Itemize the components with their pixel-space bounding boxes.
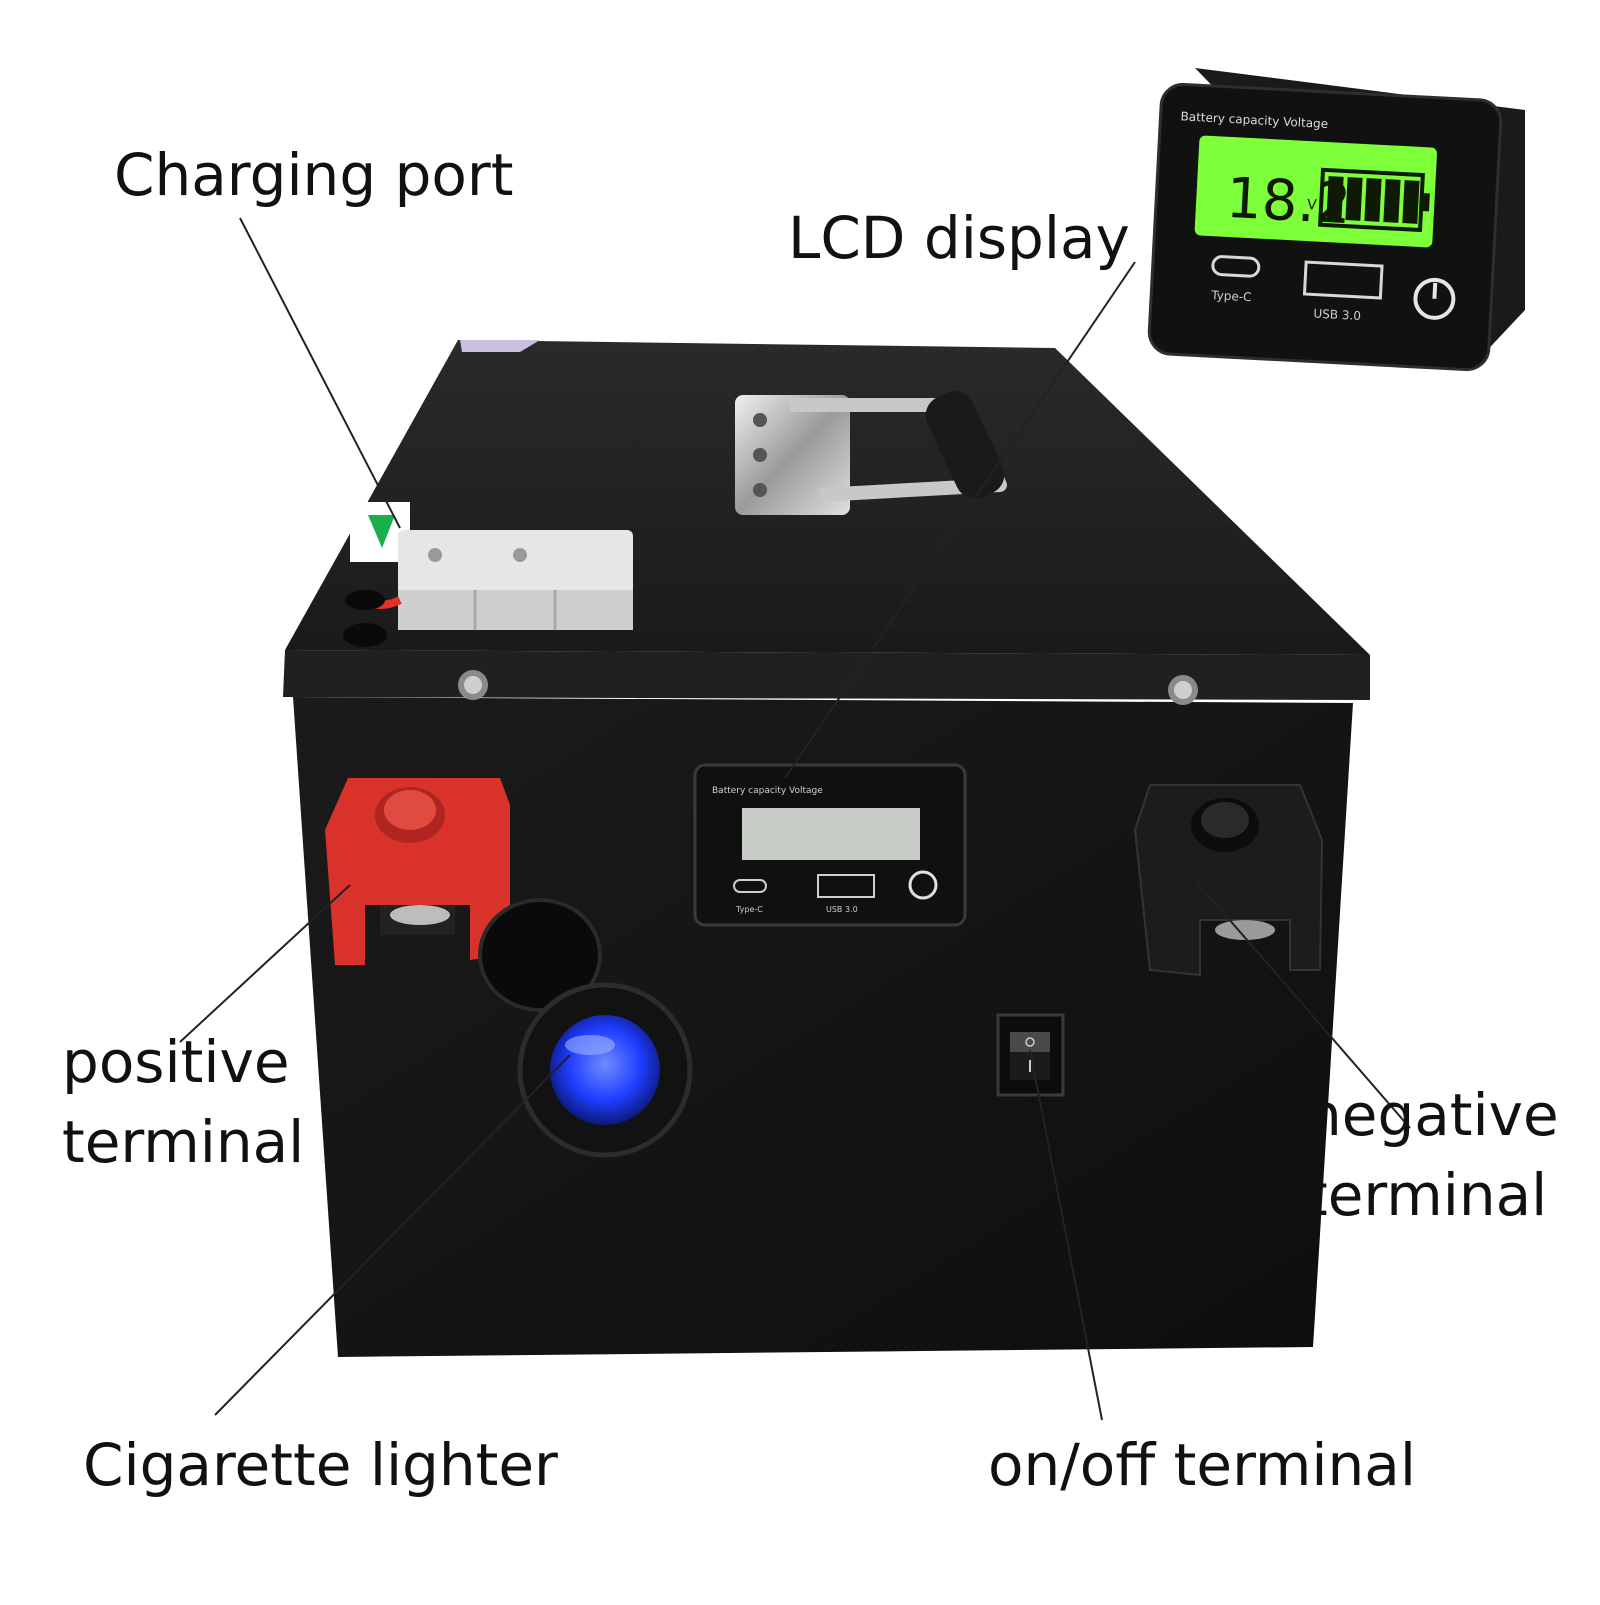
callout-positive-terminal: positive terminal (62, 1022, 304, 1182)
battery-lcd-panel: Battery capacity Voltage Type-C USB 3.0 (693, 763, 967, 927)
callout-lcd-display: LCD display (788, 198, 1130, 278)
inset-lcd-typec-label: Type-C (1210, 288, 1252, 304)
battery-lid-edge (283, 650, 1370, 700)
inset-lcd-unit: V (1307, 197, 1318, 214)
callout-on-off-terminal: on/off terminal (988, 1425, 1416, 1505)
lcd-module-inset: Battery capacity Voltage 18.2 V Type-C U… (1147, 68, 1525, 372)
callout-on-off-terminal-text: on/off terminal (988, 1431, 1416, 1499)
battery-lcd-title: Battery capacity Voltage (712, 786, 823, 796)
positive-terminal-cap (325, 778, 510, 965)
callout-positive-terminal-line2: terminal (62, 1108, 305, 1177)
battery-gauge-bar (1383, 179, 1401, 223)
carry-handle (735, 391, 1007, 515)
battery-front (293, 697, 1353, 1357)
lid-sticker (460, 340, 540, 352)
battery-gauge-bar (1364, 178, 1382, 222)
power-icon (1413, 277, 1456, 320)
callout-negative-terminal: negative terminal (1305, 1075, 1559, 1235)
battery-gauge-bar (1326, 176, 1344, 220)
callout-charging-port-text: Charging port (114, 141, 514, 209)
negative-terminal-cap (1133, 784, 1324, 977)
type-c-port-icon (1211, 255, 1261, 278)
leader-line-charging-port (239, 217, 401, 529)
leader-lines (179, 217, 1411, 1421)
callout-negative-terminal-line1: negative (1305, 1081, 1559, 1149)
battery-lcd-usb-label: USB 3.0 (826, 905, 858, 914)
callout-charging-port: Charging port (114, 135, 513, 215)
leader-line-on-off-terminal (1029, 1049, 1103, 1421)
battery-lcd-typec-label: Type-C (735, 905, 763, 914)
callout-negative-terminal-line2: terminal (1305, 1161, 1548, 1230)
leader-line-cigarette-lighter (214, 1054, 571, 1416)
battery-gauge-bar (1402, 180, 1420, 224)
battery-gauge-bar (1345, 177, 1363, 221)
leader-line-lcd-display (784, 261, 1136, 779)
battery-gauge-bars (1326, 176, 1420, 224)
leader-line-positive-terminal (179, 884, 351, 1043)
inset-lcd-usb-label: USB 3.0 (1313, 307, 1361, 323)
lid-screw-left (458, 670, 488, 700)
lid-screw-right (1168, 675, 1198, 705)
callout-positive-terminal-line1: positive (62, 1028, 290, 1096)
charging-port-connector (343, 502, 633, 647)
callout-lcd-display-text: LCD display (788, 204, 1130, 272)
callout-cigarette-lighter: Cigarette lighter (83, 1425, 558, 1505)
cigarette-lighter-socket (478, 898, 693, 1158)
usb-port-icon (1302, 260, 1384, 300)
callout-cigarette-lighter-text: Cigarette lighter (83, 1431, 558, 1499)
leader-line-negative-terminal (1194, 879, 1411, 1129)
